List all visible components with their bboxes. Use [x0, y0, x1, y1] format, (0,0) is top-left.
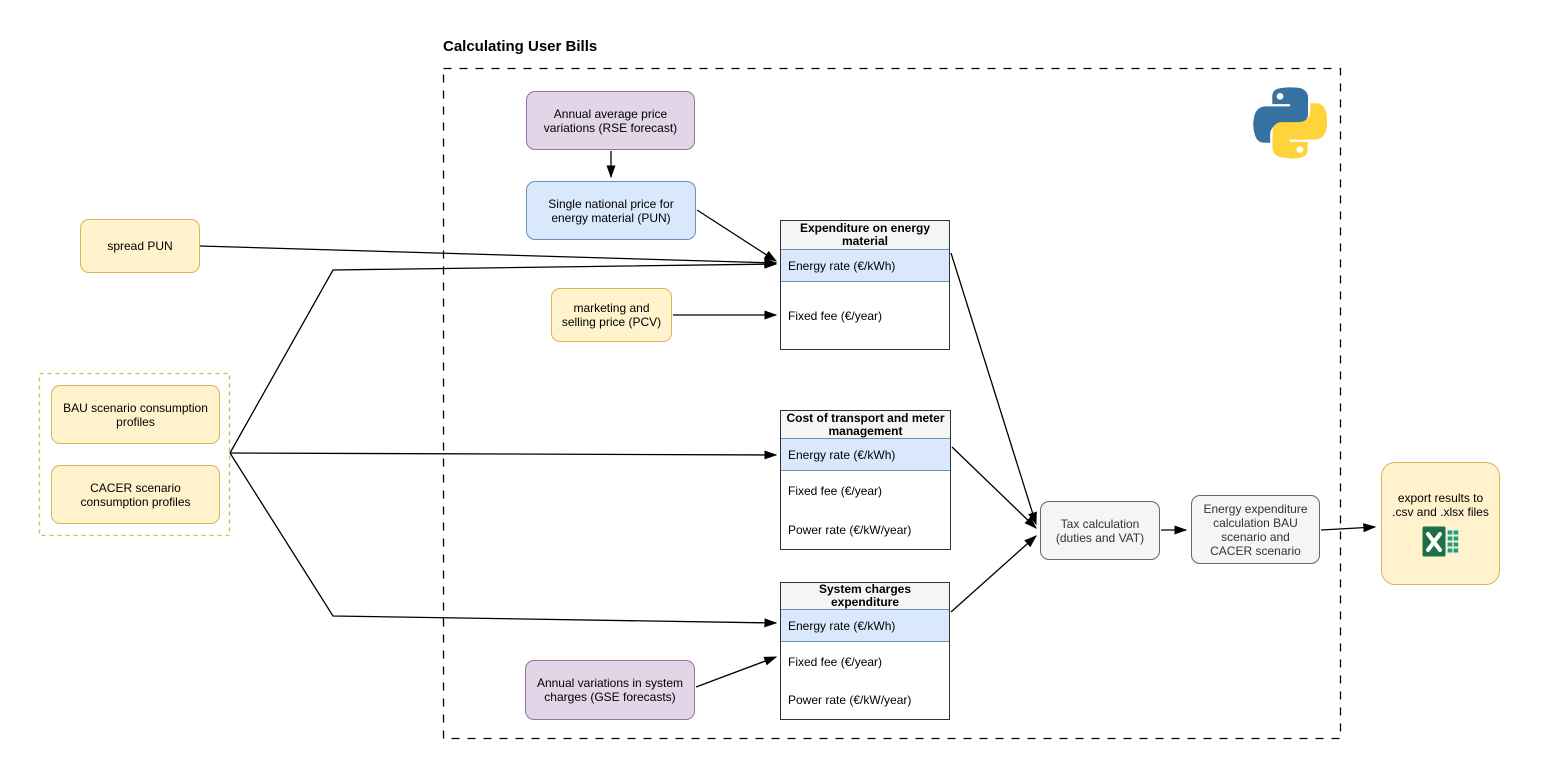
table-header: System charges expenditure: [781, 583, 949, 609]
python-process-boundary: [442, 67, 1342, 740]
arrow-profiles-to-energy-rate-3: [229, 452, 778, 628]
table-row-fixed-fee: Fixed fee (€/year): [788, 654, 883, 669]
table-row-fixed-fee: Fixed fee (€/year): [788, 483, 883, 498]
node-pcv: marketing and selling price (PCV): [551, 288, 672, 342]
node-cacer-profiles: CACER scenario consumption profiles: [51, 465, 220, 524]
table-row-power-rate: Power rate (€/kW/year): [788, 693, 912, 707]
table-header: Expenditure on energy material: [781, 221, 949, 249]
arrow-table1-to-tax: [950, 252, 1037, 526]
arrow-table2-to-tax: [951, 446, 1037, 529]
node-gse-forecast: Annual variations in system charges (GSE…: [525, 660, 695, 720]
arrow-profiles-to-energy-rate-2: [229, 450, 778, 460]
table-expenditure-energy-material: Expenditure on energy material Energy ra…: [780, 220, 950, 350]
python-logo-icon: [1253, 87, 1328, 159]
table-transport-meter-management: Cost of transport and meter management E…: [780, 410, 951, 550]
diagram-title: Calculating User Bills: [443, 38, 598, 55]
node-rse-forecast: Annual average price variations (RSE for…: [526, 91, 695, 150]
node-export-results: export results to .csv and .xlsx files: [1381, 462, 1500, 585]
table-row-energy-rate: Energy rate (€/kWh): [781, 609, 949, 642]
table-row-energy-rate: Energy rate (€/kWh): [781, 249, 949, 282]
table-row-energy-rate: Energy rate (€/kWh): [781, 438, 950, 471]
node-spread-pun: spread PUN: [80, 219, 200, 273]
node-bau-profiles: BAU scenario consumption profiles: [51, 385, 220, 444]
arrow-spread-pun-to-energy-rate-1: [199, 245, 778, 268]
excel-spreadsheet-icon: [1422, 526, 1459, 556]
table-row-fixed-fee: Fixed fee (€/year): [788, 308, 883, 323]
table-header: Cost of transport and meter management: [781, 411, 950, 438]
arrow-table3-to-tax: [950, 535, 1037, 613]
arrow-expenditure-to-export: [1320, 523, 1377, 533]
arrow-gse-to-fixed-fee-3: [695, 656, 778, 688]
node-pun: Single national price for energy materia…: [526, 181, 696, 240]
arrow-profiles-to-energy-rate-1: [229, 259, 778, 454]
table-row-power-rate: Power rate (€/kW/year): [788, 522, 912, 537]
table-system-charges-expenditure: System charges expenditure Energy rate (…: [780, 582, 950, 720]
export-results-label: export results to .csv and .xlsx files: [1392, 490, 1489, 519]
arrow-pun-to-energy-rate-1: [696, 209, 778, 262]
node-tax-calculation: Tax calculation (duties and VAT): [1040, 501, 1160, 560]
python-logo-icon: [1253, 86, 1328, 165]
node-energy-expenditure-calculation: Energy expenditure calculation BAU scena…: [1191, 495, 1320, 564]
